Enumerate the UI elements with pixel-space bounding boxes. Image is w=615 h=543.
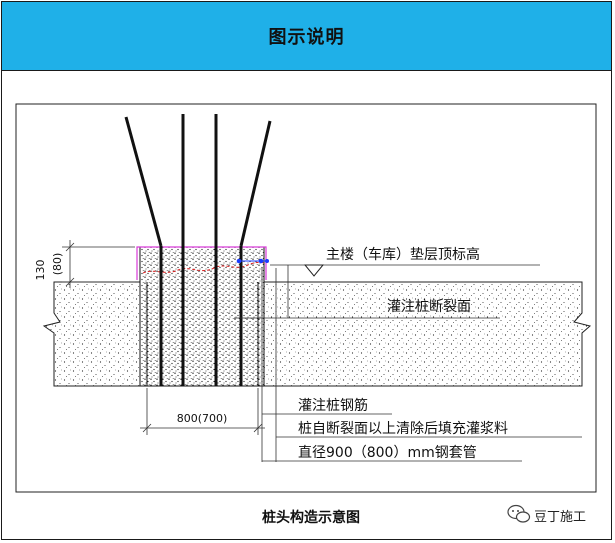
watermark-text: 豆丁施工 xyxy=(534,510,586,525)
dim-vertical-top: 130 xyxy=(34,260,47,281)
label-sleeve: 直径900（800）mm钢套管 xyxy=(298,444,477,461)
elevation-triangle xyxy=(303,264,325,277)
drawing-frame xyxy=(15,103,597,493)
rebar-4 xyxy=(239,120,272,247)
diagram-caption: 桩头构造示意图 xyxy=(262,509,360,526)
label-fill: 桩自断裂面以上清除后填充灌浆料 xyxy=(298,420,508,437)
rebar-1 xyxy=(124,116,163,247)
header-title: 图示说明 xyxy=(268,27,345,48)
label-break-face: 灌注桩断裂面 xyxy=(387,298,471,315)
label-top-elevation: 主楼（车库）垫层顶标高 xyxy=(326,246,480,263)
break-face-line xyxy=(142,261,265,274)
label-rebar: 灌注桩钢筋 xyxy=(298,397,368,414)
pile-body xyxy=(139,246,265,387)
cushion-slab xyxy=(42,281,592,387)
steel-sleeve xyxy=(136,246,267,280)
wechat-icon xyxy=(507,504,531,523)
dim-horizontal: 800(700) xyxy=(177,412,228,425)
header-bar: 图示说明 xyxy=(2,2,611,71)
dim-vertical-bottom: (80) xyxy=(51,253,64,276)
